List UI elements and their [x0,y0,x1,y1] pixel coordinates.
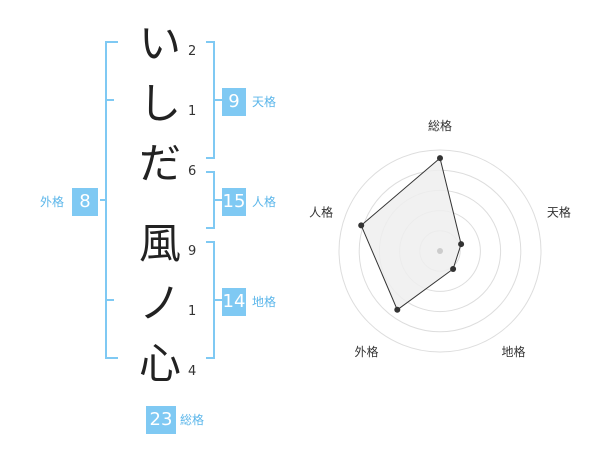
tenkaku-label: 天格 [252,95,277,109]
name-char-2: し [138,79,181,128]
radar-axis-label-1: 総格 [428,118,452,133]
radar-axis-label-5: 人格 [309,204,333,219]
chikaku-label: 地格 [252,295,277,309]
stroke-count-3: 6 [188,164,197,179]
radar-axis-label-4: 外格 [354,344,378,359]
radar-point-3 [450,266,457,272]
name-char-6: 心 [138,339,181,388]
chikaku-value: 14 [222,288,246,316]
radar-point-2 [458,241,465,248]
soukaku-value: 23 [146,406,176,434]
radar-area [360,157,462,311]
gaikaku-value: 8 [72,188,98,216]
name-char-5: ノ [138,279,181,328]
radar-point-1 [437,155,443,162]
name-char-3: だ [138,139,181,188]
stroke-count-6: 4 [188,364,197,379]
radar-center-dot [437,248,443,254]
jinkaku-label: 人格 [252,195,277,209]
radar-axis-label-2: 天格 [547,204,571,219]
radar-point-4 [394,306,401,313]
radar-point-5 [358,222,365,229]
stroke-count-4: 9 [188,244,197,259]
name-char-1: い [138,19,181,68]
gaikaku-label: 外格 [40,195,65,209]
radar-points [358,155,465,313]
jinkaku-value: 15 [222,188,246,216]
tenkaku-value: 9 [222,88,246,116]
stroke-count-5: 1 [188,304,197,319]
soukaku-label: 総格 [180,413,205,427]
stroke-count-1: 2 [188,44,197,59]
name-char-4: 風 [138,219,181,268]
stroke-count-2: 1 [188,104,197,119]
radar-ring-5 [338,149,542,353]
radar-axis-label-3: 地格 [501,344,525,359]
